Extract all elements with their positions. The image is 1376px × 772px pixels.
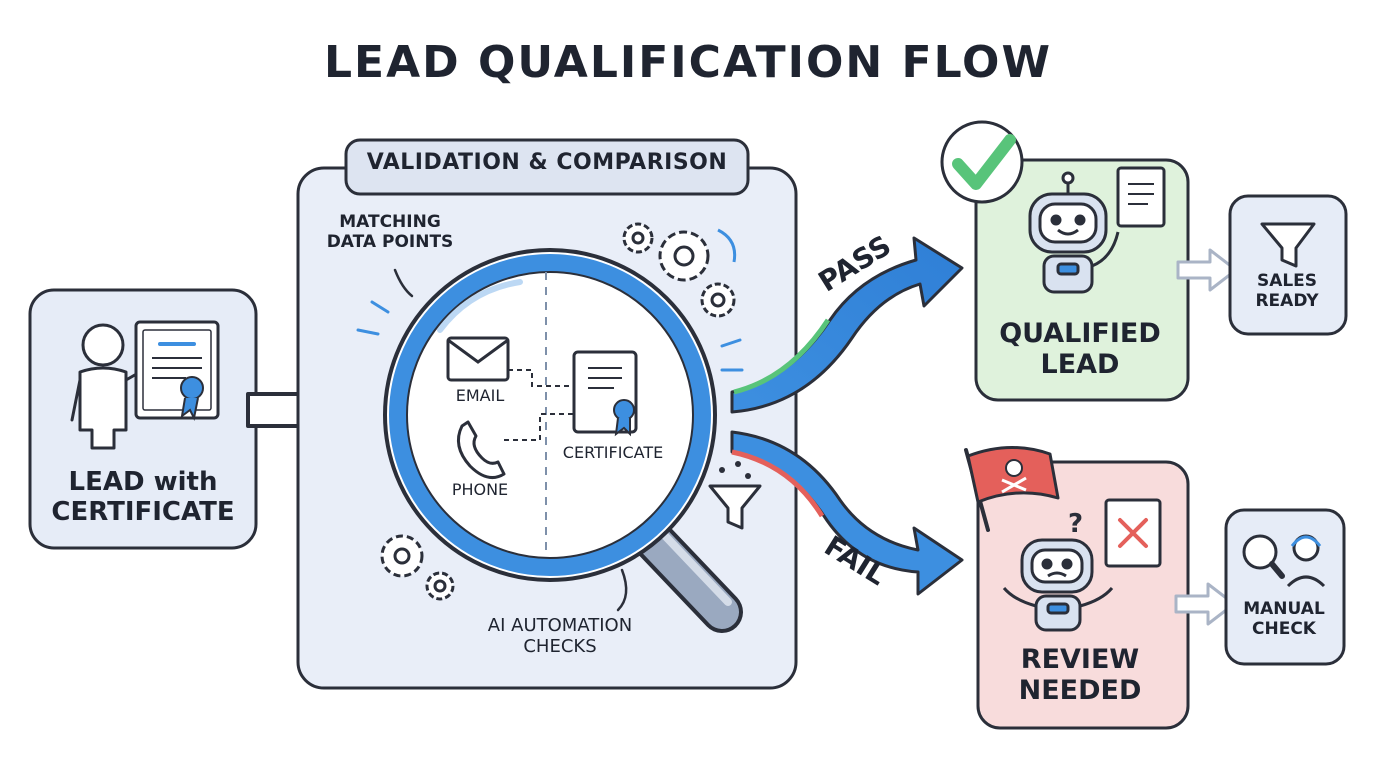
manual-line1: MANUAL: [1243, 599, 1325, 619]
phone-label: PHONE: [451, 480, 509, 499]
review-line1: REVIEW: [1020, 644, 1140, 675]
ai-line1: AI AUTOMATION: [487, 615, 633, 636]
sales-ready-label: SALES READY: [1232, 271, 1342, 311]
validation-header: VALIDATION & COMPARISON: [366, 150, 728, 175]
certificate-icon: [134, 320, 220, 422]
funnel-icon-sales: [1260, 222, 1316, 268]
funnel-icon: [708, 461, 762, 530]
arrow-to-sales: [1176, 248, 1238, 292]
certificate-label: CERTIFICATE: [562, 443, 664, 462]
phone-icon: [456, 420, 506, 480]
connector-lines: [504, 369, 574, 441]
check-icon: [940, 120, 1024, 204]
sparkle-marks: [356, 300, 744, 372]
review-needed-label: REVIEW NEEDED: [985, 644, 1175, 706]
manual-check-box: [1224, 508, 1346, 666]
review-line2: NEEDED: [1018, 675, 1142, 707]
matching-line2: DATA POINTS: [326, 231, 454, 252]
qualified-lead-label: QUALIFIED LEAD: [985, 318, 1175, 380]
sales-ready-box: [1228, 194, 1348, 336]
lead-label-line2: CERTIFICATE: [51, 496, 235, 527]
person-icon: [70, 323, 142, 450]
manual-check-label: MANUAL CHECK: [1228, 599, 1340, 639]
error-document-icon: [1104, 498, 1162, 568]
fail-arrow: [730, 430, 964, 596]
manual-line2: CHECK: [1252, 618, 1316, 639]
sales-line1: SALES: [1256, 271, 1318, 291]
ai-line2: CHECKS: [523, 635, 597, 657]
lead-label: LEAD with CERTIFICATE: [28, 467, 258, 528]
sales-line2: READY: [1255, 290, 1319, 311]
arrow-to-manual: [1174, 582, 1236, 626]
robot-confused-icon: ?: [1002, 509, 1114, 632]
gears-icon-bottom: [380, 534, 455, 601]
annotation-lines: [393, 268, 628, 612]
matching-data-points-label: MATCHING DATA POINTS: [310, 212, 470, 252]
email-label: EMAIL: [455, 386, 505, 405]
pass-arrow: [730, 236, 964, 414]
agent-search-icon: [1242, 534, 1326, 588]
email-icon: [446, 336, 510, 382]
certificate-small-icon: [572, 350, 638, 437]
ai-automation-label: AI AUTOMATION CHECKS: [460, 615, 660, 657]
qualified-line1: QUALIFIED: [999, 318, 1161, 349]
gears-icon: [622, 222, 737, 318]
lead-label-line1: LEAD with: [68, 467, 218, 497]
svg-text:?: ?: [1068, 509, 1083, 539]
qualified-line2: LEAD: [1040, 349, 1120, 381]
flag-icon: [964, 446, 1060, 532]
robot-happy-icon: [1028, 171, 1120, 294]
matching-line1: MATCHING: [339, 212, 441, 232]
diagram-title: LEAD QUALIFICATION FLOW: [324, 37, 1052, 88]
document-icon: [1116, 166, 1166, 228]
